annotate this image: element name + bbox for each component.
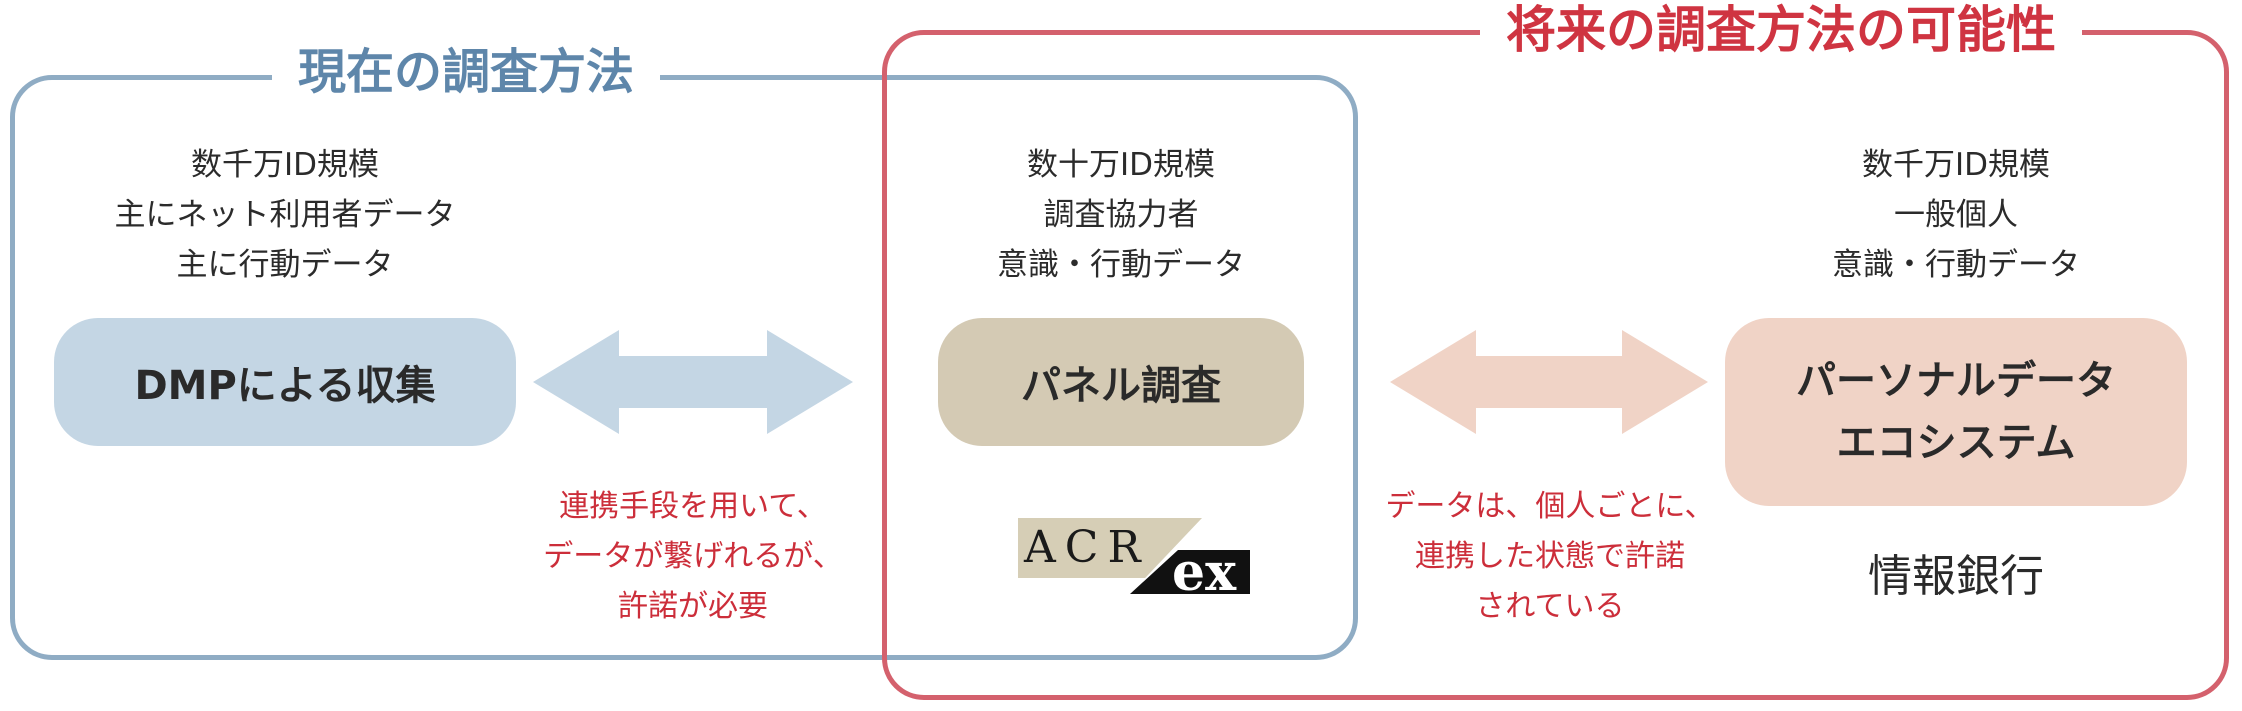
personal-desc-line: 意識・行動データ bbox=[1832, 247, 2080, 283]
personal-description: 数千万ID規模 一般個人 意識・行動データ bbox=[1725, 140, 2187, 290]
right-link-note: データは、個人ごとに、 連携した状態で許諾 されている bbox=[1380, 482, 1720, 632]
dmp-collection-label: DMPによる収集 bbox=[134, 363, 436, 409]
dmp-desc-line: 主に行動データ bbox=[176, 247, 394, 283]
right-link-note-line: 連携した状態で許諾 bbox=[1415, 539, 1685, 574]
left-link-note-line: 許諾が必要 bbox=[618, 589, 768, 624]
left-double-arrow-icon bbox=[533, 330, 853, 434]
dmp-collection-box: DMPによる収集 bbox=[54, 318, 516, 446]
panel-survey-box: パネル調査 bbox=[938, 318, 1304, 446]
current-method-frame bbox=[10, 75, 1358, 660]
dmp-description: 数千万ID規模 主にネット利用者データ 主に行動データ bbox=[54, 140, 516, 290]
left-link-note-line: 連携手段を用いて、 bbox=[559, 489, 827, 524]
left-link-note: 連携手段を用いて、 データが繋げれるが、 許諾が必要 bbox=[520, 482, 866, 632]
personal-data-label-line: パーソナルデータ bbox=[1796, 358, 2116, 404]
panel-desc-line: 意識・行動データ bbox=[997, 247, 1245, 283]
panel-survey-label: パネル調査 bbox=[1021, 363, 1221, 409]
acrex-logo-text: ACR bbox=[1023, 522, 1150, 573]
right-link-note-line: されている bbox=[1475, 589, 1625, 624]
left-link-note-line: データが繋げれるが、 bbox=[543, 539, 843, 574]
panel-description: 数十万ID規模 調査協力者 意識・行動データ bbox=[938, 140, 1304, 290]
current-method-title: 現在の調査方法 bbox=[272, 48, 661, 96]
personal-data-label-line: エコシステム bbox=[1836, 420, 2076, 466]
information-bank-label: 情報銀行 bbox=[1868, 551, 2044, 602]
personal-data-ecosystem-box: パーソナルデータ エコシステム bbox=[1725, 318, 2187, 506]
right-link-note-line: データは、個人ごとに、 bbox=[1385, 489, 1715, 524]
personal-desc-line: 一般個人 bbox=[1894, 197, 2018, 233]
acrex-logo-suffix: ex bbox=[1172, 542, 1237, 594]
right-double-arrow-icon bbox=[1390, 330, 1708, 434]
dmp-desc-line: 数千万ID規模 bbox=[190, 147, 379, 183]
future-method-title: 将来の調査方法の可能性 bbox=[1480, 5, 2082, 55]
dmp-desc-line: 主にネット利用者データ bbox=[114, 197, 456, 233]
acrex-logo: ACR ex bbox=[1018, 518, 1250, 594]
panel-desc-line: 数十万ID規模 bbox=[1026, 147, 1215, 183]
personal-desc-line: 数千万ID規模 bbox=[1861, 147, 2050, 183]
panel-desc-line: 調査協力者 bbox=[1043, 197, 1199, 233]
